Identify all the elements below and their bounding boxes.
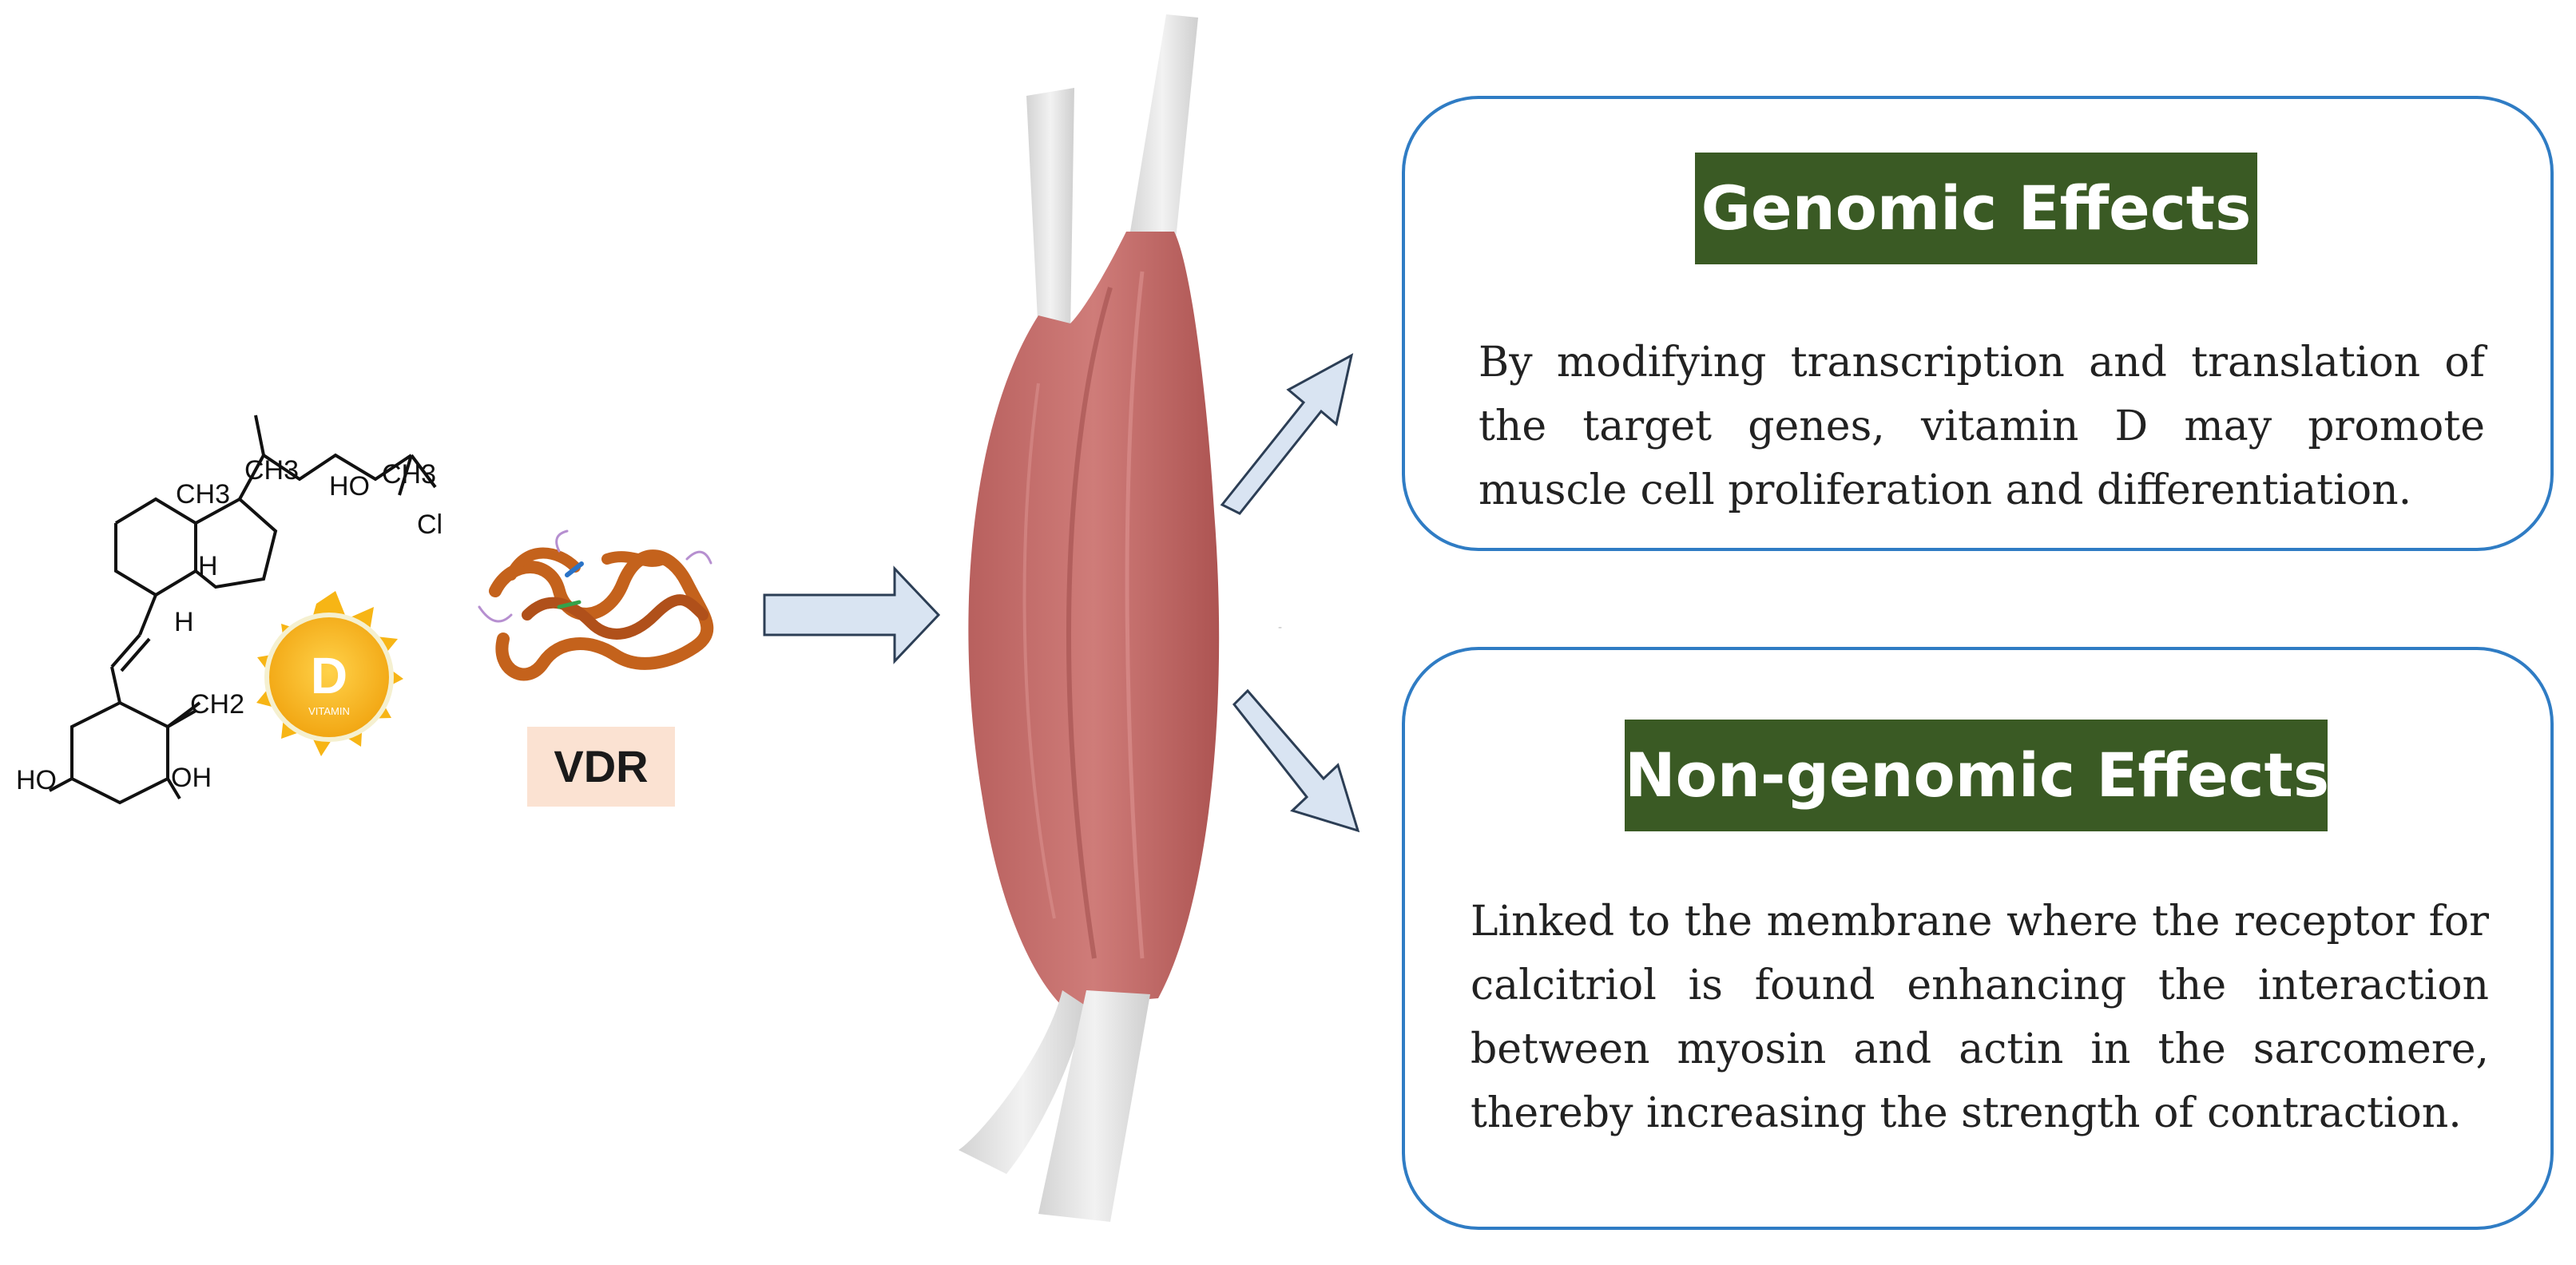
genomic-effects-text: By modifying transcription and translati… [1479,339,2485,514]
label-h-lower: H [174,607,194,637]
genomic-effects-box: Genomic Effects By modifying transcripti… [1402,96,2554,551]
non-genomic-effects-box: Non-genomic Effects Linked to the membra… [1402,647,2554,1230]
label-ch3-top: CH3 [244,455,299,486]
arrow-to-muscle [763,565,941,664]
muscle-icon [959,14,1220,1222]
vitamin-d-molecule [49,414,437,805]
label-cl: Cl [417,510,443,540]
vdr-protein-icon [478,529,714,681]
genomic-effects-title: Genomic Effects [1695,153,2257,264]
label-oh-right: OH [171,763,212,793]
non-genomic-effects-text: Linked to the membrane where the recepto… [1471,898,2489,1137]
label-ch2: CH2 [190,689,244,720]
label-ho-left: HO [16,765,57,795]
label-ch3-side: CH3 [382,459,436,490]
non-genomic-effects-title: Non-genomic Effects [1625,720,2329,831]
label-ch3-ring: CH3 [176,479,230,510]
vdr-label: VDR [527,727,675,807]
label-h-ring: H [198,551,218,581]
arrow-to-non-genomic [1232,688,1360,833]
vitamin-d-sun-icon: D VITAMIN [256,591,403,756]
vitamin-d-letter: D [311,647,347,704]
vitamin-d-caption: VITAMIN [308,705,350,717]
label-ho-side: HO [329,471,370,502]
faint-dot: - [1278,621,1282,634]
arrow-to-genomic [1220,353,1354,515]
